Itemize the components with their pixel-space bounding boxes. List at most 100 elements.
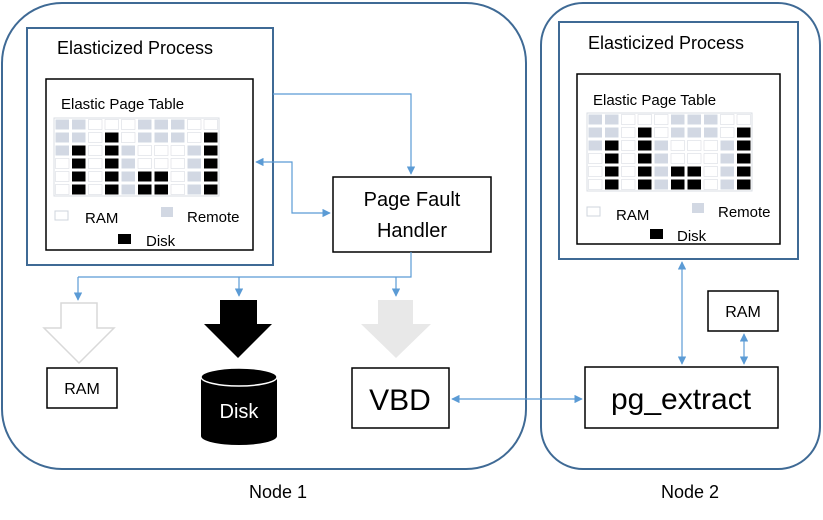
page-cell-remote (720, 153, 734, 164)
page-fault-handler-label-line1: Page Fault (364, 189, 461, 211)
pg-extract-label: pg_extract (611, 383, 752, 416)
node2-ram-box (707, 290, 779, 332)
page-cell-empty (670, 153, 685, 164)
page-cell-remote (654, 179, 668, 190)
page-cell-disk (737, 127, 751, 138)
page-cell-remote (121, 171, 135, 182)
handler-outputs-connector (78, 252, 412, 278)
page-cell-empty (88, 145, 103, 156)
page-cell-disk (204, 145, 218, 156)
node1-process-title: Elasticized Process (57, 38, 213, 58)
page-cell-remote (55, 145, 69, 156)
node2-label: Node 2 (661, 482, 719, 502)
page-cell-empty (703, 179, 718, 190)
page-cell-empty (637, 114, 652, 125)
page-cell-remote (121, 145, 135, 156)
node2-page-table-title: Elastic Page Table (593, 92, 716, 109)
page-cell-empty (121, 132, 136, 143)
disk-down-block-arrow (204, 300, 272, 358)
node1-page-table-grid (53, 117, 220, 197)
page-fault-handler-box (332, 176, 492, 253)
page-cell-disk (138, 184, 152, 195)
node1-legend-disk-swatch (118, 234, 131, 244)
page-cell-remote (138, 132, 152, 143)
page-cell-disk (105, 184, 119, 195)
page-cell-disk (638, 127, 652, 138)
page-cell-disk (638, 166, 652, 177)
page-cell-empty (670, 140, 685, 151)
page-cell-disk (204, 171, 218, 182)
node1-legend-disk-label: Disk (146, 233, 176, 250)
page-cell-empty (588, 179, 603, 190)
page-cell-empty (654, 114, 669, 125)
page-cell-disk (72, 171, 86, 182)
page-cell-empty (55, 184, 70, 195)
page-cell-remote (605, 114, 619, 125)
page-cell-disk (204, 132, 218, 143)
pg-extract-box (584, 366, 779, 429)
page-cell-empty (137, 158, 152, 169)
page-cell-disk (671, 179, 685, 190)
page-table-grid-background (53, 117, 220, 197)
page-cell-empty (170, 184, 185, 195)
page-cell-disk (737, 140, 751, 151)
page-cell-disk (72, 158, 86, 169)
page-cell-empty (88, 158, 103, 169)
page-cell-empty (55, 171, 70, 182)
node2-process-title: Elasticized Process (588, 33, 744, 53)
page-cell-remote (154, 132, 168, 143)
page-cell-empty (621, 166, 636, 177)
page-cell-empty (154, 158, 169, 169)
page-cell-remote (187, 171, 201, 182)
page-cell-remote (720, 140, 734, 151)
node2-page-table-grid (586, 112, 753, 192)
page-cell-remote (687, 114, 701, 125)
vbd-down-block-arrow (361, 300, 431, 358)
page-cell-empty (621, 153, 636, 164)
page-cell-remote (588, 140, 602, 151)
disk-cylinder (200, 367, 278, 445)
page-cell-disk (154, 184, 168, 195)
page-cell-disk (105, 145, 119, 156)
disk-label: Disk (220, 401, 260, 423)
page-cell-disk (154, 171, 168, 182)
node2-legend-ram-label: RAM (616, 207, 649, 224)
node1-container (1, 2, 527, 470)
node1-page-table-title: Elastic Page Table (61, 96, 184, 113)
page-cell-empty (170, 145, 185, 156)
page-cell-remote (605, 127, 619, 138)
page-cell-disk (138, 171, 152, 182)
page-cell-remote (154, 119, 168, 130)
node2-legend-disk-swatch (650, 229, 663, 239)
page-cell-empty (137, 145, 152, 156)
page-cell-empty (170, 158, 185, 169)
page-cell-disk (72, 145, 86, 156)
page-cell-empty (703, 140, 718, 151)
page-cell-empty (187, 119, 202, 130)
node2-legend-remote-swatch (692, 203, 704, 213)
page-cell-empty (55, 158, 70, 169)
page-cell-remote (720, 166, 734, 177)
page-cell-disk (105, 171, 119, 182)
page-cell-empty (170, 171, 185, 182)
page-cell-remote (588, 127, 602, 138)
page-cell-empty (121, 119, 136, 130)
node1-ram-box (46, 367, 118, 409)
node1-ram-label: RAM (64, 381, 100, 398)
process-to-handler-arrow (273, 93, 416, 175)
page-cell-empty (621, 127, 636, 138)
page-cell-disk (605, 153, 619, 164)
page-cell-disk (105, 132, 119, 143)
page-cell-empty (187, 132, 202, 143)
node1-legend-remote-label: Remote (187, 209, 240, 226)
page-cell-disk (687, 166, 701, 177)
page-cell-remote (671, 114, 685, 125)
page-cell-remote (72, 132, 86, 143)
page-cell-empty (621, 140, 636, 151)
node1-legend-remote-swatch (161, 207, 173, 217)
page-cell-disk (671, 166, 685, 177)
page-cell-disk (638, 179, 652, 190)
page-table-grid-background (586, 112, 753, 192)
page-cell-remote (704, 127, 718, 138)
